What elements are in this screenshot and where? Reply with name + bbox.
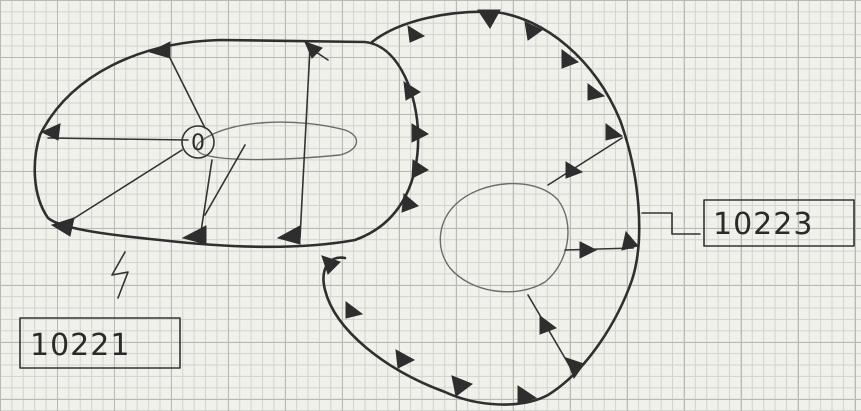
- boundary-marker-triangle: [346, 302, 362, 318]
- boundary-marker-triangle: [566, 358, 584, 378]
- boundary-marker-triangle: [412, 160, 428, 178]
- boundary-marker-triangle: [452, 376, 472, 396]
- boundary-marker-triangle: [622, 232, 638, 250]
- mesh-line-1: [48, 138, 188, 140]
- right-region-boundary: [324, 12, 640, 405]
- left-inner-elongated-shape: [197, 122, 357, 159]
- boundary-marker-triangle: [540, 316, 556, 334]
- left-label-leader: [112, 252, 128, 298]
- boundary-marker-triangle: [412, 124, 428, 142]
- boundary-marker-triangle: [402, 194, 418, 212]
- boundary-marker-triangle: [580, 242, 596, 258]
- boundary-marker-triangle: [478, 10, 500, 28]
- boundary-marker-triangle: [52, 218, 74, 236]
- boundary-marker-triangle: [278, 226, 300, 244]
- left-region-label: 10221: [30, 328, 130, 363]
- mesh-line-10: [528, 295, 572, 370]
- left-region-boundary: [35, 40, 418, 247]
- right-region-label: 10223: [713, 207, 813, 242]
- right-inner-circle: [440, 184, 568, 292]
- mesh-line-2: [165, 48, 205, 128]
- mesh-line-8: [548, 138, 622, 185]
- mesh-line-5: [205, 145, 245, 215]
- mesh-line-3: [62, 150, 182, 226]
- boundary-marker-triangle: [150, 42, 170, 58]
- boundary-marker-triangle: [183, 226, 206, 244]
- boundary-marker-triangle: [606, 124, 622, 140]
- mesh-line-6: [300, 48, 310, 238]
- right-label-leader: [642, 213, 700, 234]
- boundary-marker-triangle: [408, 26, 424, 42]
- boundary-marker-triangle: [396, 350, 414, 368]
- boundary-marker-triangle: [305, 42, 322, 58]
- node-label: 0: [191, 131, 205, 156]
